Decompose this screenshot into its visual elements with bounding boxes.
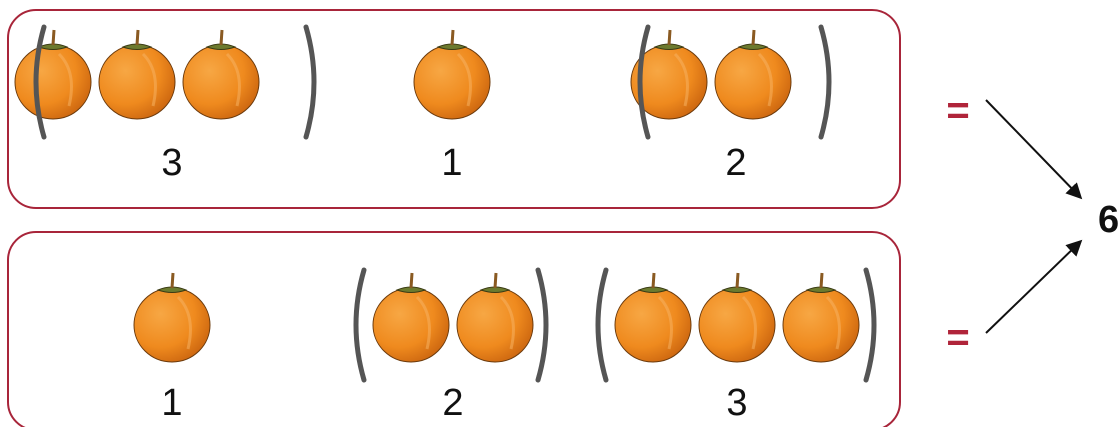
close-paren [538,270,546,380]
orange-icon [457,273,533,362]
orange-icon [183,30,259,119]
group-count-label: 2 [442,382,463,424]
orange-icon [615,273,691,362]
orange-group: 3 [598,270,874,424]
orange-icon [134,273,210,362]
orange-icon [783,273,859,362]
close-paren [866,270,874,380]
close-paren [821,27,829,137]
orange-icon [715,30,791,119]
total-value: 6 [1098,199,1118,241]
orange-icon [15,30,91,119]
group-count-label: 3 [726,382,747,424]
orange-group: 1 [414,30,490,184]
orange-icon [699,273,775,362]
equals-sign-1: = [946,89,969,133]
group-count-label: 1 [441,142,462,184]
orange-group: 3 [15,27,314,184]
open-paren [598,270,606,380]
equals-sign-2: = [946,316,969,360]
open-paren [356,270,364,380]
orange-icon [373,273,449,362]
group-count-label: 3 [161,142,182,184]
orange-group: 1 [134,273,210,424]
orange-icon [414,30,490,119]
row-1-groups: 3 1 2 [15,27,829,184]
orange-icon [99,30,175,119]
group-count-label: 2 [725,142,746,184]
group-count-label: 1 [161,382,182,424]
close-paren [306,27,314,137]
orange-group: 2 [631,27,829,184]
orange-group: 2 [356,270,546,424]
arrow-bottom [986,242,1080,333]
row-2-groups: 1 2 3 [134,270,874,424]
arrow-top [986,100,1080,197]
